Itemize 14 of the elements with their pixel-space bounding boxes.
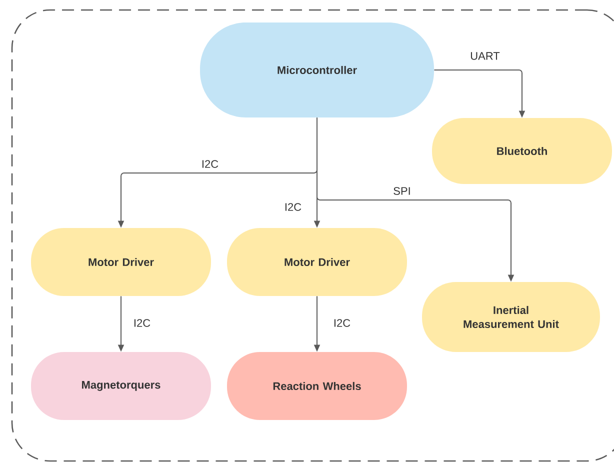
process-pill: Bluetooth bbox=[432, 118, 612, 184]
edge-label: I2C bbox=[200, 159, 220, 169]
process-pill: Microcontroller bbox=[200, 22, 434, 118]
edge-label: I2C bbox=[283, 202, 303, 212]
edge-label: UART bbox=[469, 51, 501, 61]
process-pill: Reaction Wheels bbox=[227, 352, 407, 420]
edge-label: I2C bbox=[332, 318, 352, 328]
process-pill: Magnetorquers bbox=[31, 352, 211, 420]
process-pill: Motor Driver bbox=[227, 228, 407, 296]
edge-label: SPI bbox=[392, 186, 412, 196]
edge-label: I2C bbox=[132, 318, 152, 328]
process-pill: Inertial Measurement Unit bbox=[422, 282, 600, 352]
dashed-frame bbox=[11, 9, 614, 462]
process-pill: Motor Driver bbox=[31, 228, 211, 296]
